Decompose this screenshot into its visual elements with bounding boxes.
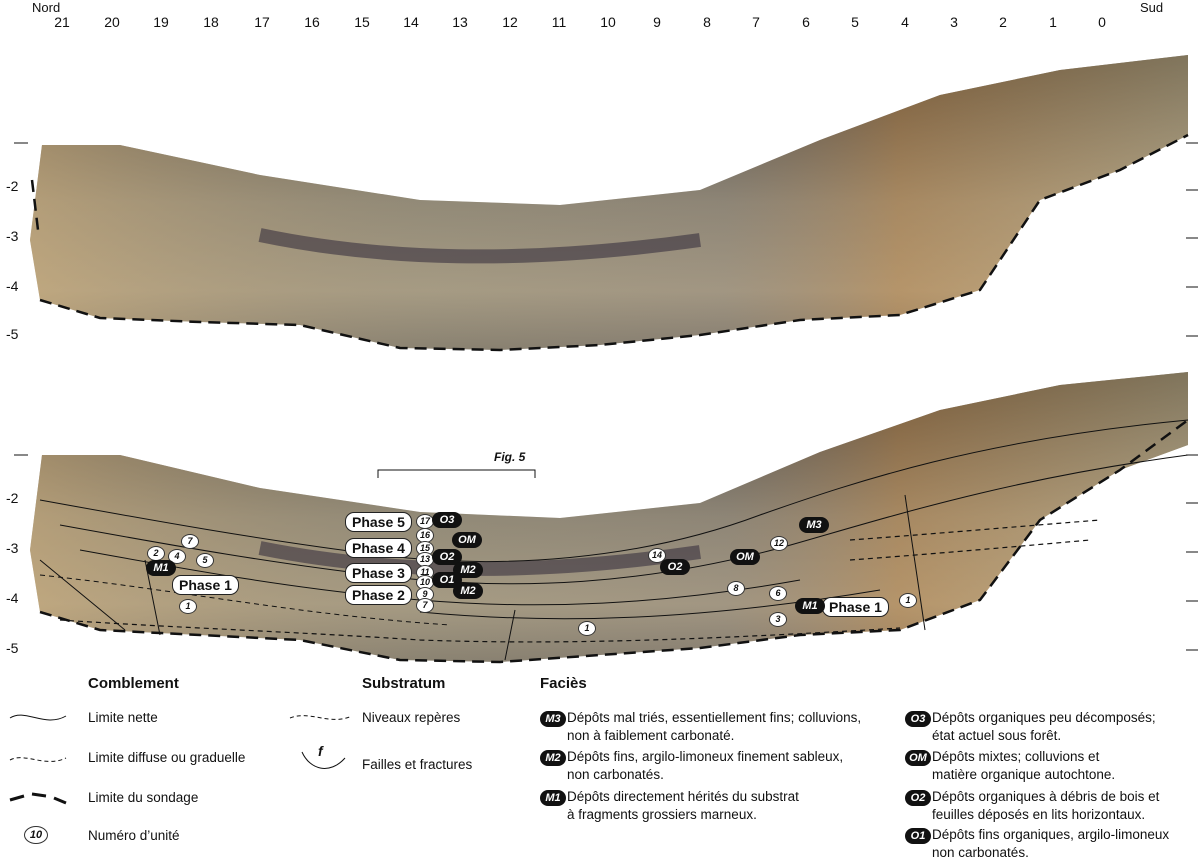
unit-number: 1 <box>179 599 197 614</box>
axis-tick-label: 0 <box>1098 14 1106 30</box>
unit-number: 6 <box>769 586 787 601</box>
axis-tick-label: 13 <box>452 14 468 30</box>
unit-number-symbol: 10 <box>24 826 48 844</box>
axis-tick-label: 19 <box>153 14 169 30</box>
facies-tag: M2 <box>453 583 483 599</box>
legend-substratum-title: Substratum <box>362 675 446 692</box>
legend-item: Failles et fractures <box>362 757 473 772</box>
facies-badge: M3 <box>540 711 566 727</box>
facies-tag: O3 <box>432 512 462 528</box>
figure-reference: Fig. 5 <box>494 450 526 464</box>
phase-label: Phase 4 <box>345 538 412 558</box>
upper-section <box>30 55 1189 352</box>
unit-number: 4 <box>168 549 186 564</box>
unit-number: 7 <box>181 534 199 549</box>
phase-label: Phase 1 <box>172 575 239 595</box>
axis-tick-label: 15 <box>354 14 370 30</box>
depth-label: -4 <box>6 278 19 294</box>
legend-item: Limite nette <box>88 710 158 725</box>
axis-tick-label: 21 <box>54 14 70 30</box>
unit-number: 2 <box>147 546 165 561</box>
facies-badge: M2 <box>540 750 566 766</box>
fault-symbol: f <box>318 743 323 759</box>
axis-tick-label: 4 <box>901 14 909 30</box>
lower-section <box>30 372 1189 664</box>
legend-facies-title: Faciès <box>540 675 587 692</box>
axis-tick-label: 10 <box>600 14 616 30</box>
depth-label: -2 <box>6 490 19 506</box>
axis-tick-label: 20 <box>104 14 120 30</box>
facies-tag: O1 <box>432 572 462 588</box>
facies-tag: M2 <box>453 562 483 578</box>
legend-item: Limite diffuse ou graduelle <box>88 750 246 765</box>
depth-label: -3 <box>6 228 19 244</box>
phase-label: Phase 3 <box>345 563 412 583</box>
facies-badge: OM <box>905 750 931 766</box>
axis-tick-label: 11 <box>551 14 567 30</box>
depth-label: -2 <box>6 178 19 194</box>
legend-item: Numéro d’unité <box>88 828 180 843</box>
unit-number: 5 <box>196 553 214 568</box>
facies-tag: M1 <box>795 598 825 614</box>
depth-ticks <box>14 142 1198 651</box>
axis-tick-label: 6 <box>802 14 810 30</box>
facies-tag: O2 <box>432 549 462 565</box>
facies-tag: M3 <box>799 517 829 533</box>
axis-tick-label: 2 <box>999 14 1007 30</box>
axis-tick-label: 16 <box>304 14 320 30</box>
axis-tick-label: 9 <box>653 14 661 30</box>
facies-desc: Dépôts fins, argilo-limoneux finement sa… <box>567 749 844 782</box>
unit-number: 1 <box>578 621 596 636</box>
axis-tick-label: 14 <box>403 14 419 30</box>
facies-badge: O3 <box>905 711 931 727</box>
legend-item: Limite du sondage <box>88 790 199 805</box>
facies-desc: Dépôts mal triés, essentiellement fins; … <box>567 710 862 743</box>
unit-number: 1 <box>899 593 917 608</box>
legend-symbols <box>9 714 353 805</box>
unit-number: 14 <box>648 548 666 563</box>
unit-number: 12 <box>770 536 788 551</box>
axis-tick-label: 8 <box>703 14 711 30</box>
north-label: Nord <box>32 0 61 15</box>
depth-label: -3 <box>6 540 19 556</box>
legend-comblement-title: Comblement <box>88 675 179 692</box>
axis-tick-label: 5 <box>851 14 859 30</box>
south-label: Sud <box>1140 0 1164 15</box>
facies-tag: OM <box>452 532 482 548</box>
axis-tick-label: 18 <box>203 14 219 30</box>
depth-label: -4 <box>6 590 19 606</box>
axis-tick-label: 17 <box>254 14 270 30</box>
facies-badge: O2 <box>905 790 931 806</box>
unit-number: 8 <box>727 581 745 596</box>
axis-tick-label: 7 <box>752 14 760 30</box>
facies-tag: M1 <box>146 560 176 576</box>
unit-number: 7 <box>416 598 434 613</box>
facies-badge: O1 <box>905 828 931 844</box>
facies-badge: M1 <box>540 790 566 806</box>
phase-label: Phase 5 <box>345 512 412 532</box>
depth-label: -5 <box>6 326 19 342</box>
facies-tag: O2 <box>660 559 690 575</box>
legend-item: Niveaux repères <box>362 710 461 725</box>
depth-label: -5 <box>6 640 19 656</box>
axis-tick-label: 12 <box>502 14 518 30</box>
axis-tick-label: 1 <box>1049 14 1057 30</box>
phase-label: Phase 2 <box>345 585 412 605</box>
facies-tag: OM <box>730 549 760 565</box>
unit-number: 3 <box>769 612 787 627</box>
phase-label: Phase 1 <box>822 597 889 617</box>
axis-tick-label: 3 <box>950 14 958 30</box>
facies-desc: Dépôts organiques peu décomposés;état ac… <box>932 710 1156 743</box>
